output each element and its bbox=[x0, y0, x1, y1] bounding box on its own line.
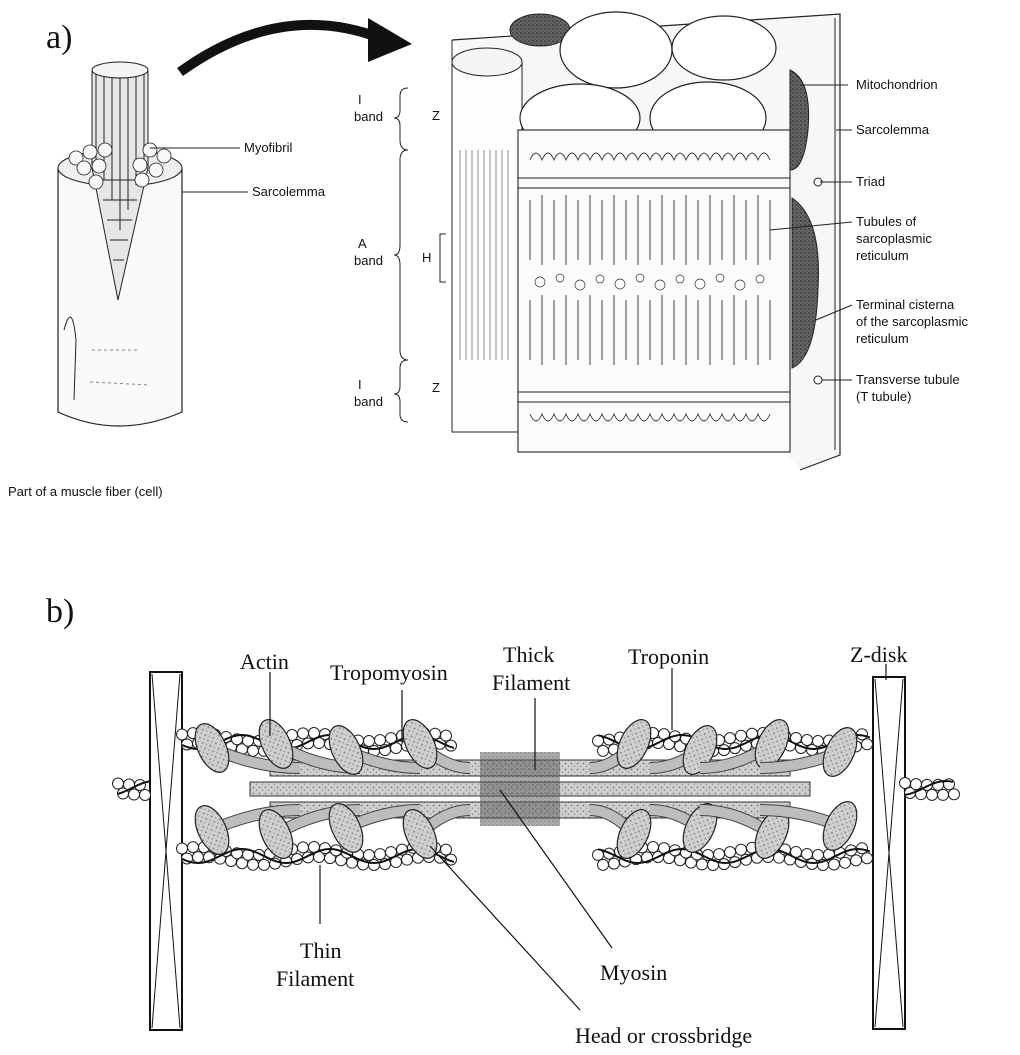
thick-filament-label-1: Thick bbox=[503, 642, 554, 667]
head-crossbridge-label: Head or crossbridge bbox=[575, 1023, 752, 1048]
zdisk-label: Z-disk bbox=[850, 642, 907, 667]
tubules-label-3: reticulum bbox=[856, 248, 909, 263]
curved-arrow bbox=[180, 18, 412, 72]
sarcolemma-label-left: Sarcolemma bbox=[252, 184, 326, 199]
mitochondrion-label: Mitochondrion bbox=[856, 77, 938, 92]
i-band-bottom-label: I bbox=[358, 377, 362, 392]
thick-filament-label-2: Filament bbox=[492, 670, 570, 695]
h-zone-label: H bbox=[422, 250, 431, 265]
z-bottom-label: Z bbox=[432, 380, 440, 395]
sarcolemma-label-right: Sarcolemma bbox=[856, 122, 930, 137]
actin-label: Actin bbox=[240, 649, 289, 674]
a-band-label-2: band bbox=[354, 253, 383, 268]
cisterna-label-3: reticulum bbox=[856, 331, 909, 346]
band-brackets bbox=[394, 88, 446, 422]
panel-a-label: a) bbox=[46, 19, 72, 56]
tropomyosin-label: Tropomyosin bbox=[330, 660, 448, 685]
muscle-fiber-illustration bbox=[58, 62, 182, 426]
fiber-caption: Part of a muscle fiber (cell) bbox=[8, 484, 163, 499]
thin-filament-label-1: Thin bbox=[300, 938, 342, 963]
i-band-bottom-label-2: band bbox=[354, 394, 383, 409]
triad-label: Triad bbox=[856, 174, 885, 189]
troponin-label: Troponin bbox=[628, 644, 709, 669]
i-band-top-label: I bbox=[358, 92, 362, 107]
z-disk-right bbox=[873, 677, 905, 1029]
i-band-top-label-2: band bbox=[354, 109, 383, 124]
tubules-label-1: Tubules of bbox=[856, 214, 917, 229]
panel-b-label: b) bbox=[46, 593, 74, 630]
myosin-label: Myosin bbox=[600, 960, 667, 985]
cisterna-label-1: Terminal cisterna bbox=[856, 297, 955, 312]
ttubule-label-1: Transverse tubule bbox=[856, 372, 960, 387]
thin-filament-label-2: Filament bbox=[276, 966, 354, 991]
a-band-label: A bbox=[358, 236, 367, 251]
z-top-label: Z bbox=[432, 108, 440, 123]
tubules-label-2: sarcoplasmic bbox=[856, 231, 932, 246]
myofibril-label: Myofibril bbox=[244, 140, 293, 155]
myofibril-sr-illustration bbox=[452, 12, 840, 470]
ttubule-label-2: (T tubule) bbox=[856, 389, 911, 404]
cisterna-label-2: of the sarcoplasmic bbox=[856, 314, 968, 329]
